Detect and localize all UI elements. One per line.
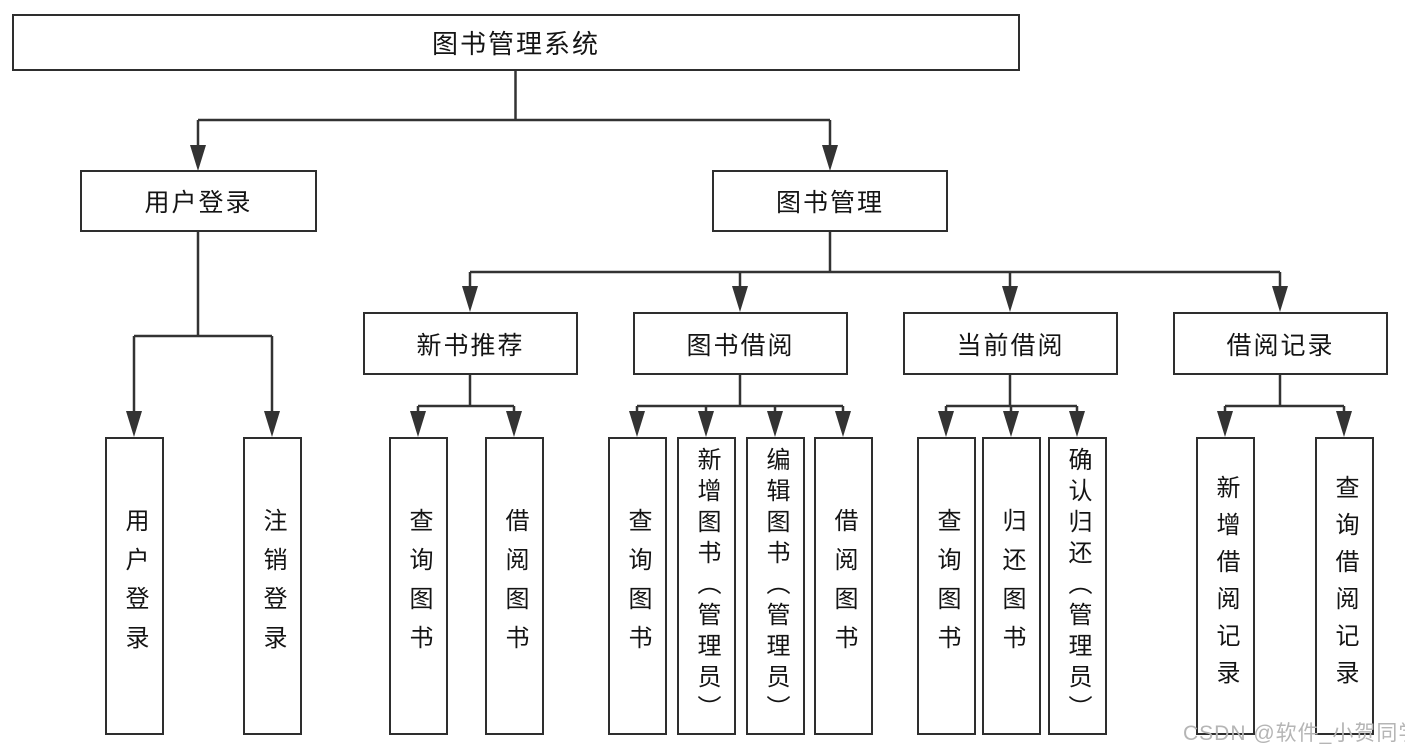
tree-edges [132,70,1346,412]
node-book-management-branch: 图书管理 [712,170,948,232]
leaf-query-books-recommend: 查询图书 [389,437,448,735]
node-book-management-system: 图书管理系统 [12,14,1020,71]
leaf-user-login: 用户登录 [105,437,164,735]
node-new-book-recommendation: 新书推荐 [363,312,578,375]
node-current-borrowing: 当前借阅 [903,312,1118,375]
leaf-edit-books-admin: 编辑图书（管理员） [746,437,805,735]
node-borrowing-records: 借阅记录 [1173,312,1388,375]
leaf-query-books-borrowing: 查询图书 [608,437,667,735]
node-book-borrowing: 图书借阅 [633,312,848,375]
leaf-add-borrow-record: 新增借阅记录 [1196,437,1255,735]
csdn-watermark: CSDN @软件_小贺同学 [1183,722,1405,745]
leaf-logout: 注销登录 [243,437,302,735]
leaf-borrow-books-recommend: 借阅图书 [485,437,544,735]
leaf-query-books-current: 查询图书 [917,437,976,735]
arrow-heads [126,145,1352,437]
node-user-login-branch: 用户登录 [80,170,317,232]
leaf-query-borrow-record: 查询借阅记录 [1315,437,1374,735]
leaf-confirm-return-admin: 确认归还（管理员） [1048,437,1107,735]
leaf-add-books-admin: 新增图书（管理员） [677,437,736,735]
leaf-return-books: 归还图书 [982,437,1041,735]
leaf-borrow-books-borrowing: 借阅图书 [814,437,873,735]
